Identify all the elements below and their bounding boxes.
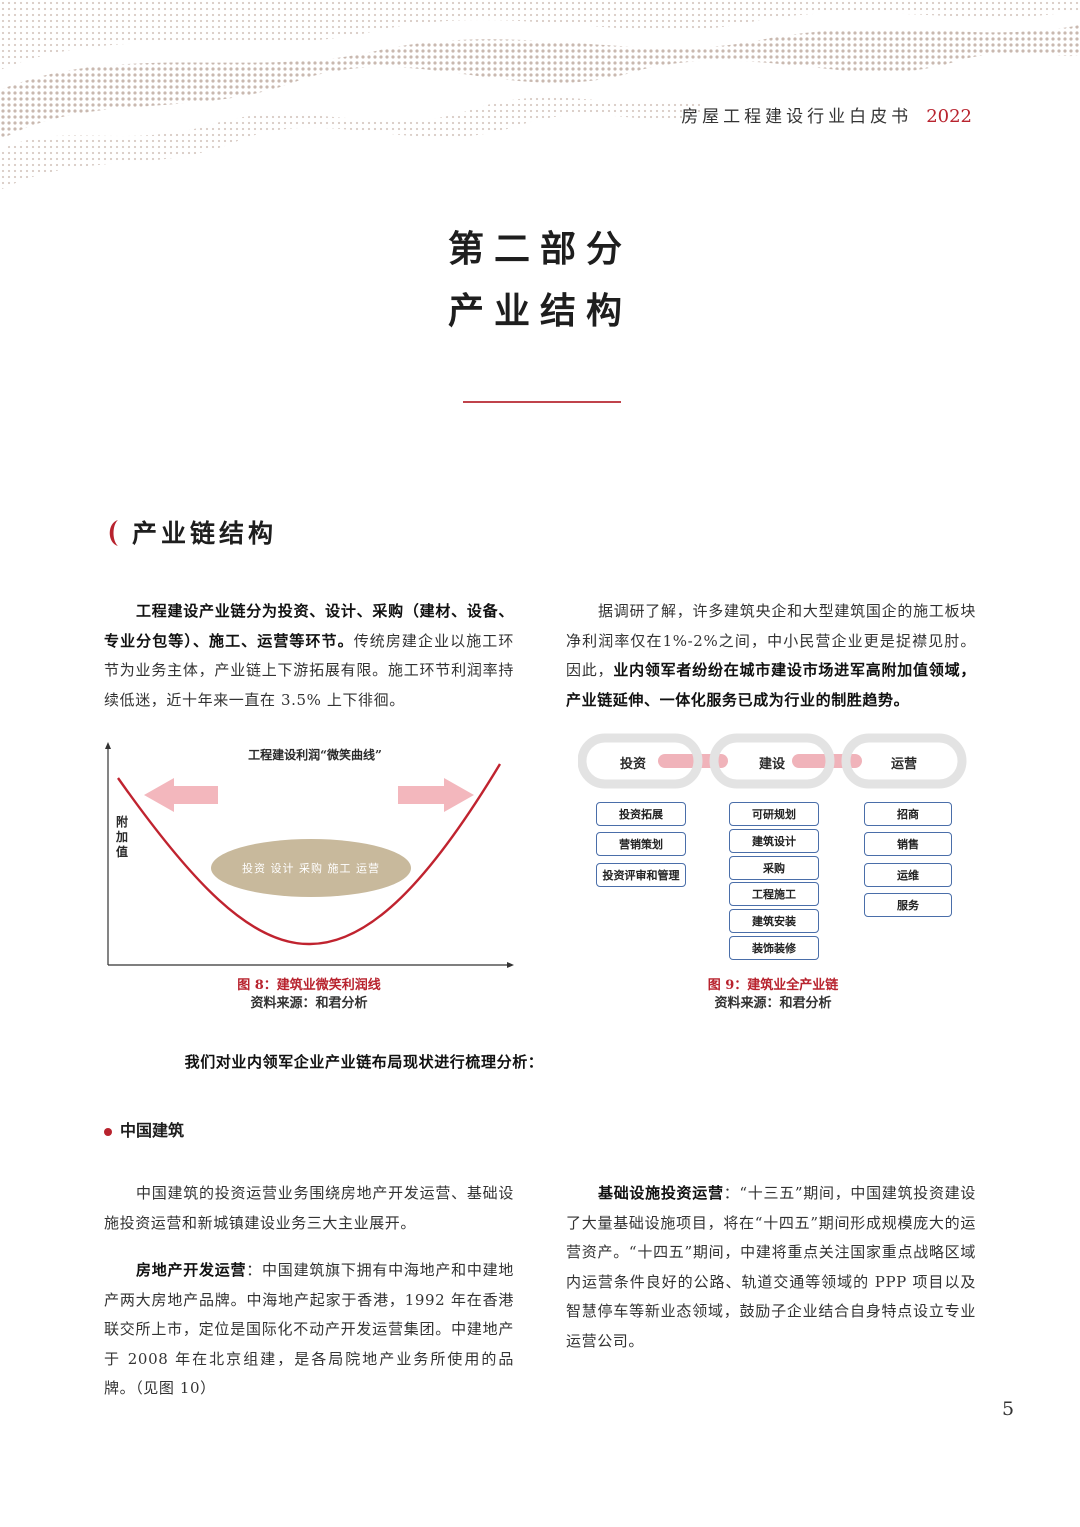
chain-box-construction-3: 采购: [729, 856, 819, 880]
smile-curve-svg: [105, 742, 514, 968]
page-number: 5: [1002, 1398, 1015, 1420]
crescent-icon: [109, 520, 118, 546]
smile-curve-line: [117, 763, 502, 946]
left-arrow-shape: [144, 778, 218, 812]
chain-box-construction-5: 建筑安装: [729, 909, 819, 933]
col1-paragraph-1: 工程建设产业链分为投资、设计、采购（建材、设备、专业分包等）、施工、运营等环节。…: [104, 597, 514, 715]
right-arrow-shape: [398, 778, 474, 812]
col1-p1-bold: 工程建设产业链分为投资、设计、采购（建材、设备、专业分包等）、施工、运营等环节。: [104, 602, 514, 650]
col2-p1-rest: 据调研了解，许多建筑央企和大型建筑国企的施工板块净利润率仅在1%-2%之间，中小…: [566, 602, 976, 679]
chain-box-investment-1: 投资拓展: [596, 802, 686, 826]
fig9-caption-title: 图 9：建筑业全产业链: [707, 978, 839, 993]
stage-construction: 建设: [758, 757, 785, 772]
col2-paragraph-2: 基础设施投资运营：“十三五”期间，中国建筑投资建设了大量基础设施项目，将在“十四…: [566, 1179, 976, 1356]
col2-paragraph-1: 据调研了解，许多建筑央企和大型建筑国企的施工板块净利润率仅在1%-2%之间，中小…: [566, 597, 976, 715]
fig8-caption: 图 8：建筑业微笑利润线 资料来源：和君分析: [104, 977, 514, 1013]
lead-sentence: 我们对业内领军企业产业链布局现状进行梳理分析：: [184, 1053, 544, 1071]
chain-box-investment-2: 营销策划: [596, 832, 686, 856]
bullet-heading: 中国建筑: [104, 1117, 184, 1141]
col2-p1-bold: 业内领军者纷纷在城市建设市场进军高附加值领域，产业链延伸、一体化服务已成为行业的…: [566, 661, 976, 709]
header-halftone-band: [0, 0, 1080, 190]
col1-paragraph-2: 中国建筑的投资运营业务围绕房地产开发运营、基础设施投资运营和新城镇建设业务三大主…: [104, 1184, 514, 1232]
chain-box-construction-6: 装饰装修: [729, 936, 819, 960]
fig8-caption-source: 资料来源：和君分析: [250, 996, 368, 1011]
section-title: 产业链结构: [132, 519, 278, 548]
chain-box-investment-3: 投资评审和管理: [596, 863, 686, 887]
stage-investment: 投资: [619, 757, 646, 772]
title-divider: [463, 401, 621, 403]
figure-8-smile-curve: 工程建设利润“微笑曲线” 附加值 投资 设计 采购 施工 运营: [100, 740, 520, 975]
bullet-heading-text: 中国建筑: [120, 1121, 185, 1140]
bullet-dot-icon: [104, 1127, 112, 1136]
col2-p2-bold: 基础设施投资运营: [598, 1184, 724, 1202]
running-title: 房屋工程建设行业白皮书 2022: [681, 102, 972, 127]
fig8-title: 工程建设利润“微笑曲线”: [248, 748, 382, 762]
chain-links-svg: [578, 733, 967, 789]
fig8-ellipse-label: 投资 设计 采购 施工 运营: [242, 862, 380, 875]
fig9-caption-source: 资料来源：和君分析: [714, 996, 832, 1011]
chain-box-construction-1: 可研规划: [729, 802, 819, 826]
running-title-year: 2022: [926, 106, 972, 127]
chain-box-construction-4: 工程施工: [729, 882, 819, 906]
col1-paragraph-3: 房地产开发运营：中国建筑旗下拥有中海地产和中建地产两大房地产品牌。中海地产起家于…: [104, 1256, 514, 1404]
col1-p1-rest: 传统房建企业以施工环节为业务主体，产业链上下游拓展有限。施工环节利润率持续低迷，…: [104, 631, 514, 709]
col1-p3-bold: 房地产开发运营: [136, 1261, 247, 1279]
chain-box-operation-3: 运维: [864, 863, 952, 887]
stage-ellipse: [211, 839, 411, 897]
chain-box-operation-4: 服务: [864, 893, 952, 917]
part-title-line1: 第二部分: [447, 228, 632, 270]
chain-box-operation-2: 销售: [864, 832, 952, 856]
chain-box-operation-1: 招商: [864, 802, 952, 826]
col2-p2-rest: ：“十三五”期间，中国建筑投资建设了大量基础设施项目，将在“十四五”期间形成规模…: [566, 1184, 976, 1350]
part-title-line2: 产业结构: [447, 290, 632, 332]
fig9-caption: 图 9：建筑业全产业链 资料来源：和君分析: [568, 977, 978, 1013]
running-title-text: 房屋工程建设行业白皮书: [681, 107, 913, 127]
stage-operation: 运营: [890, 757, 917, 772]
chain-box-construction-2: 建筑设计: [729, 829, 819, 853]
fig8-caption-title: 图 8：建筑业微笑利润线: [237, 978, 381, 993]
figure-9-industry-chain: 投资 建设 运营 投资拓展 营销策划 投资评审和管理 可研规划 建筑设计 采购 …: [578, 730, 968, 970]
fig8-ylabel: 附加值: [116, 815, 129, 859]
col1-p3-rest: ：中国建筑旗下拥有中海地产和中建地产两大房地产品牌。中海地产起家于香港，1992…: [104, 1261, 514, 1397]
